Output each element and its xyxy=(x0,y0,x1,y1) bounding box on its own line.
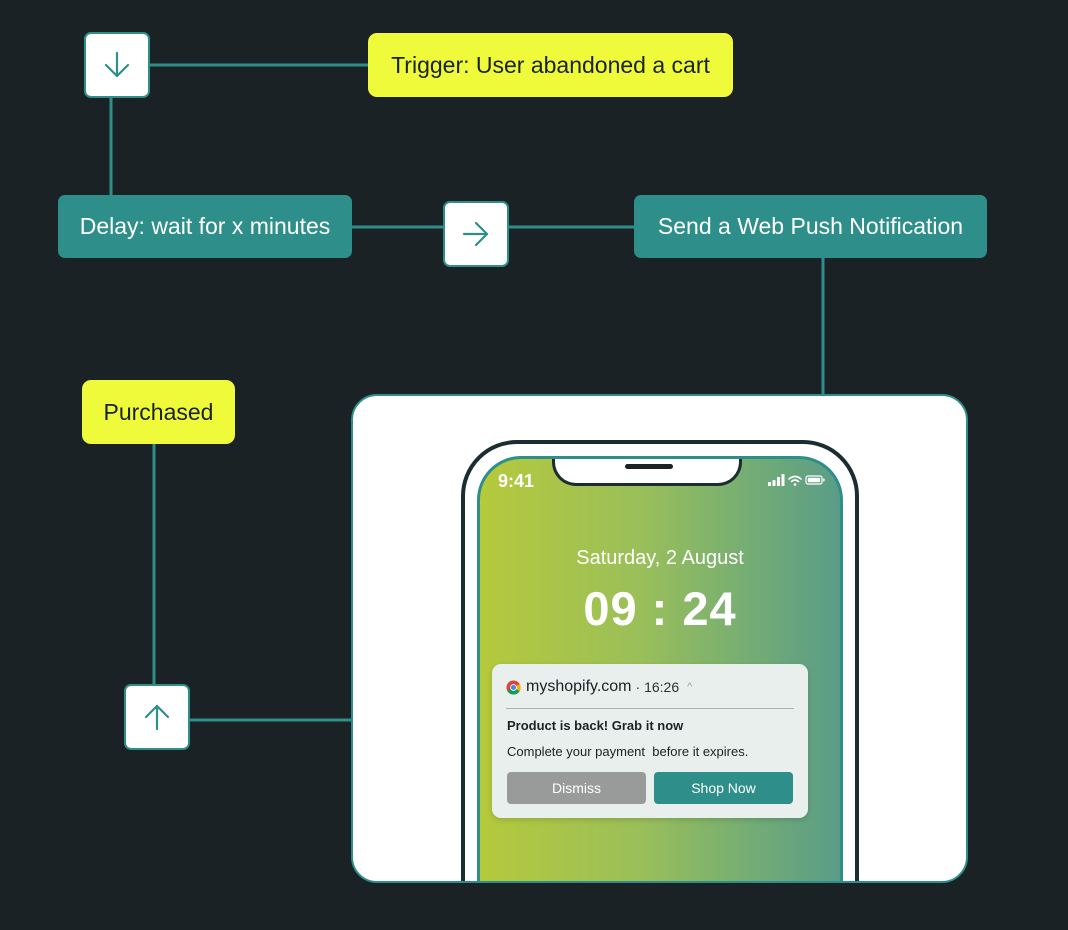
purchased-node: Purchased xyxy=(82,380,235,444)
notification-header: myshopify.com · 16:26 ^ xyxy=(506,678,794,696)
arrow-right-icon xyxy=(459,217,493,251)
dismiss-button[interactable]: Dismiss xyxy=(507,772,646,804)
lockscreen-clock: 09 : 24 xyxy=(480,581,840,636)
delay-label: Delay: wait for x minutes xyxy=(80,213,331,240)
phone-screen: 9:41 Saturday, 2 xyxy=(477,456,843,883)
send-label: Send a Web Push Notification xyxy=(658,213,963,240)
battery-icon xyxy=(806,476,825,484)
notification-body: Complete your payment before it expires. xyxy=(507,744,748,759)
arrow-up-icon xyxy=(140,700,174,734)
trigger-label: Trigger: User abandoned a cart xyxy=(391,52,710,79)
chevron-up-icon[interactable]: ^ xyxy=(687,681,692,693)
status-icons xyxy=(768,473,826,487)
phone-preview-card: 9:41 Saturday, 2 xyxy=(351,394,968,883)
phone-frame: 9:41 Saturday, 2 xyxy=(461,440,859,883)
lockscreen-date: Saturday, 2 August xyxy=(480,547,840,570)
delay-node: Delay: wait for x minutes xyxy=(58,195,352,258)
signal-icon xyxy=(768,474,785,486)
purchased-label: Purchased xyxy=(104,399,214,426)
up-arrow-node xyxy=(124,684,190,750)
down-arrow-node xyxy=(84,32,150,98)
status-bar-time: 9:41 xyxy=(498,471,534,492)
send-web-push-node: Send a Web Push Notification xyxy=(634,195,987,258)
push-notification[interactable]: myshopify.com · 16:26 ^ Product is back!… xyxy=(492,664,808,818)
notification-title: Product is back! Grab it now xyxy=(507,718,683,733)
notification-time: · 16:26 xyxy=(636,679,680,695)
shop-now-button[interactable]: Shop Now xyxy=(654,772,793,804)
arrow-down-icon xyxy=(100,48,134,82)
wifi-icon xyxy=(789,477,801,486)
speaker-grille xyxy=(625,464,673,469)
notification-divider xyxy=(506,708,794,709)
trigger-node: Trigger: User abandoned a cart xyxy=(368,33,733,97)
phone-notch xyxy=(552,456,742,486)
notification-domain: myshopify.com xyxy=(526,678,632,696)
chrome-icon xyxy=(506,680,521,695)
right-arrow-node xyxy=(443,201,509,267)
